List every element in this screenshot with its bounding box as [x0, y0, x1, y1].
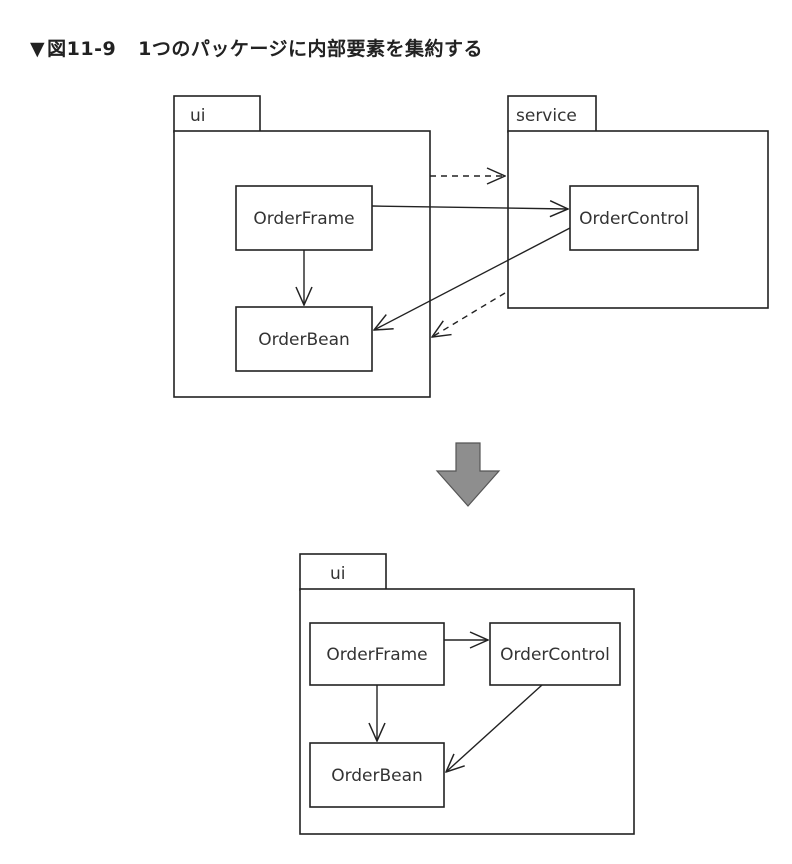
package-name: ui	[190, 106, 206, 126]
class-name: OrderControl	[500, 645, 610, 665]
after-diagram: ui OrderFrame OrderControl OrderBean	[299, 553, 635, 835]
class-box	[569, 185, 699, 251]
class-order-bean-before: OrderBean	[235, 306, 373, 372]
package-tab	[173, 95, 261, 133]
package-tab	[507, 95, 597, 133]
class-box	[235, 185, 373, 251]
figure-number: 図11-9	[47, 38, 117, 60]
class-order-control-after: OrderControl	[489, 622, 621, 686]
class-box	[235, 306, 373, 372]
class-name: OrderControl	[579, 209, 689, 229]
caption-marker: ▼	[30, 38, 46, 60]
dependency-service-to-ui	[432, 292, 506, 337]
figure-caption: ▼図11-9 1つのパッケージに内部要素を集約する	[30, 34, 483, 61]
arrow-control-to-bean	[446, 684, 543, 772]
class-box	[309, 622, 445, 686]
before-diagram: ui service OrderFrame OrderBean OrderCon…	[173, 95, 769, 398]
figure-title: 1つのパッケージに内部要素を集約する	[138, 38, 484, 60]
package-name: ui	[330, 564, 346, 584]
class-box	[309, 742, 445, 808]
class-box	[489, 622, 621, 686]
class-name: OrderBean	[258, 330, 350, 350]
arrow-frame-to-control	[371, 206, 568, 209]
class-name: OrderBean	[331, 766, 423, 786]
class-name: OrderFrame	[326, 645, 427, 665]
down-arrow-icon	[435, 442, 501, 507]
class-order-frame-before: OrderFrame	[235, 185, 373, 251]
class-order-bean-after: OrderBean	[309, 742, 445, 808]
package-name: service	[516, 106, 577, 126]
class-name: OrderFrame	[253, 209, 354, 229]
arrow-control-to-bean	[374, 227, 571, 330]
class-order-control-before: OrderControl	[569, 185, 699, 251]
class-order-frame-after: OrderFrame	[309, 622, 445, 686]
